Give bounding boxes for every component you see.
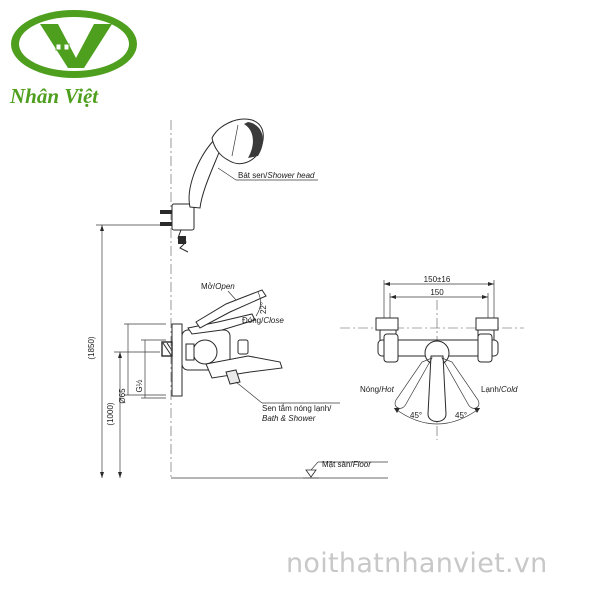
open-label: Mở/Open [201, 282, 235, 291]
logo-square-right [63, 43, 70, 51]
valve-knob [192, 339, 218, 365]
side-view: (1850) (1000) Ø65 G½ Bát s [87, 118, 388, 479]
arc-arrow-left [394, 408, 400, 413]
arrow-150-left [390, 295, 396, 299]
arrow-1000-bottom [118, 472, 122, 478]
leader-shower-head [217, 167, 237, 181]
bracket-screw-top [160, 210, 172, 214]
wall-bracket [171, 203, 195, 231]
brand-logo [11, 10, 137, 78]
bracket-screw-bottom [160, 222, 172, 226]
dim-thread: G½ [135, 379, 144, 392]
arrow-1000-top [118, 352, 122, 358]
lever-cold-ghost [441, 357, 480, 409]
diverter-knob [237, 339, 249, 355]
dim-total-height: (1850) [87, 336, 96, 359]
floor-marker [305, 469, 317, 478]
shower-head-label: Bát sen/Shower head [238, 171, 315, 180]
hot-label: Nóng/Hot [360, 385, 395, 394]
union-left-nut [375, 317, 399, 331]
arc-arrow-right [474, 408, 480, 413]
shower-head-face [244, 122, 263, 158]
dim-center: 150 [430, 288, 444, 297]
pipe-hatch-2 [166, 342, 172, 350]
lever-angle: 22° [259, 302, 268, 314]
lever-center [427, 355, 447, 422]
mixer-end-right [477, 333, 493, 363]
watermark-url: noithatnhanviet.vn [286, 548, 548, 579]
pipe-stub [161, 341, 173, 357]
angle-left: 45° [410, 411, 422, 420]
outlet-label-en: Bath & Shower [262, 414, 316, 423]
lever-closed [187, 313, 256, 335]
rotation-arc [393, 407, 481, 425]
dim-escutcheon: Ø65 [118, 388, 127, 404]
mixer-end-left [383, 333, 399, 363]
dim-center-tolerance: 150±16 [424, 275, 451, 284]
hose-knob [178, 236, 186, 244]
logo-square-left [55, 43, 62, 51]
arrow-150-16-left [384, 282, 390, 286]
shower-head-rim [231, 124, 239, 157]
floor-label: Mặt sàn/Floor [322, 460, 371, 469]
union-right-nut [475, 317, 499, 331]
lever-hot-ghost [394, 357, 433, 409]
leader-outlet [235, 381, 263, 404]
spout-outlet [225, 369, 241, 385]
bath-spout [205, 355, 283, 379]
outlet-label: Sen tắm nóng lạnh/ [262, 404, 332, 413]
angle-right: 45° [455, 411, 467, 420]
logo-v-mark [40, 24, 112, 68]
dim-valve-height: (1000) [106, 402, 115, 425]
leader-floor [310, 461, 319, 471]
arrow-1850-top [100, 225, 104, 231]
pipe-hatch-1 [162, 342, 172, 356]
brand-name: Nhân Việt [9, 84, 99, 108]
leader-open [227, 290, 237, 301]
lever-angle-arc [255, 291, 261, 317]
arrow-150-right [482, 295, 488, 299]
valve-nut [185, 343, 195, 361]
lever-open [195, 289, 267, 329]
close-label: Đóng/Close [242, 316, 284, 325]
front-view: 150±16 150 45° 45° Nóng/H [340, 275, 524, 440]
arrow-150-16-right [488, 282, 494, 286]
cold-label: Lạnh/Cold [481, 385, 518, 394]
wall-escutcheon [171, 323, 183, 397]
arrow-1850-bottom [100, 472, 104, 478]
